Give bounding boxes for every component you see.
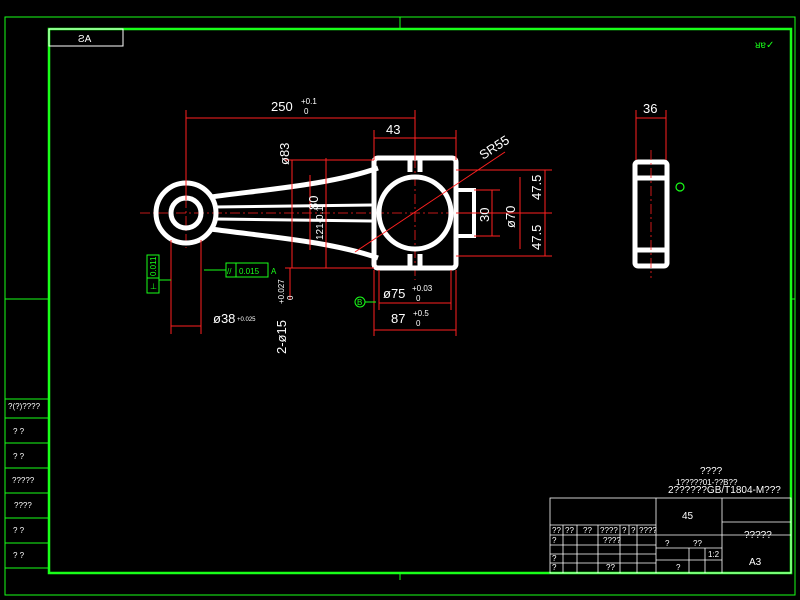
dim-250-tol-up: +0.1: [301, 97, 317, 106]
big-end-bore: [376, 174, 454, 252]
inner-border: [47, 27, 793, 575]
tb-material: 45: [682, 511, 694, 522]
notes-title: ????: [700, 466, 723, 477]
tb-row-cell: ????: [603, 536, 621, 545]
technical-notes: ???? 1?????01-??B?? 2??????GB/T1804-M???: [668, 466, 781, 496]
connecting-rod-front-view: [140, 140, 506, 280]
tb-row-cell: ?: [665, 539, 670, 548]
tb-header-cell: ?: [622, 526, 627, 535]
tb-company: ?????: [744, 530, 772, 541]
tb-row-cell: ??: [693, 539, 702, 548]
tb-header-cell: ??: [552, 526, 561, 535]
dim-bolt: 2-ø15: [274, 320, 289, 354]
dim-bolt-tol-up: +0.027: [277, 279, 286, 304]
dim-250: 250: [271, 99, 293, 114]
tb-row-cell: ??: [606, 563, 615, 572]
tolerance-frames: // 0.015 A ⊥ 0.011 B: [146, 254, 376, 308]
left-strip-cell: ?(?)????: [8, 402, 41, 411]
dim-121: 121-0.1: [315, 206, 326, 240]
dim-47-bottom: 47.5: [529, 225, 544, 250]
parallel-symbol: //: [227, 267, 232, 276]
tb-row-cell: ?: [676, 563, 681, 572]
dim-30: 30: [477, 208, 492, 222]
dim-phi38: ø38: [213, 311, 235, 326]
parallelism-frame: // 0.015 A: [204, 262, 277, 278]
notes-line-2: 2??????GB/T1804-M???: [668, 485, 781, 496]
side-datum-symbol: [675, 182, 685, 192]
datum-b: B: [354, 296, 376, 308]
parallel-ref: A: [271, 267, 277, 276]
tb-header-cell: ??: [565, 526, 574, 535]
tb-header-cell: ????: [600, 526, 618, 535]
datum-b-label: B: [357, 298, 362, 307]
dim-87-tol-low: 0: [416, 319, 421, 328]
corner-tag-text: ƧA: [78, 34, 92, 45]
left-strip-cell: ????: [14, 501, 32, 510]
shank-bottom-edge: [210, 226, 379, 261]
sr55-leader: [354, 151, 506, 253]
drawing-frame: [4, 16, 796, 596]
tb-row-cell: ?: [552, 563, 557, 572]
title-block: ?? ?? ?? ???? ? ? ???? ? ???? ? ? ? ?? ?…: [549, 497, 792, 574]
notes-line-1: 1?????01-??B??: [676, 478, 738, 487]
perp-symbol: ⊥: [150, 282, 157, 291]
shank-top-edge: [210, 165, 379, 200]
dim-bolt-tol-low: 0: [286, 295, 295, 300]
tb-header-cell: ????: [639, 526, 657, 535]
dim-phi83: ø83: [277, 143, 292, 165]
tb-scale: 1:2: [708, 550, 720, 559]
dim-87-tol-up: +0.5: [413, 309, 429, 318]
dim-87: 87: [391, 311, 405, 326]
tb-row-cell: ?: [552, 554, 557, 563]
dim-80: 80: [306, 196, 321, 210]
connecting-rod-side-view: [632, 150, 685, 278]
dim-phi75: ø75: [383, 286, 405, 301]
dim-43: 43: [386, 122, 400, 137]
tb-header-cell: ??: [583, 526, 592, 535]
shank-inner-top: [213, 203, 373, 209]
tb-row-cell: ?: [552, 536, 557, 545]
dim-47-top: 47.5: [529, 175, 544, 200]
dimension-lines: [170, 110, 667, 336]
dim-phi75-tol-low: 0: [416, 294, 421, 303]
dim-phi70: ø70: [503, 206, 518, 228]
left-strip-cell: ? ?: [13, 526, 25, 535]
left-strip-cell: ?????: [12, 476, 35, 485]
dim-36: 36: [643, 101, 657, 116]
shank-inner-bottom: [213, 217, 373, 223]
perpendicularity-frame: ⊥ 0.011: [146, 254, 171, 294]
roughness-mark: ᴚɐ✓: [755, 40, 774, 51]
corner-tag: ƧA: [48, 28, 124, 47]
tb-header-cell: ?: [631, 526, 636, 535]
left-strip-cell: ? ?: [13, 452, 25, 461]
parallel-value: 0.015: [239, 267, 260, 276]
left-strip-cell: ? ?: [13, 551, 25, 560]
left-strip-cell: ? ?: [13, 427, 25, 436]
dim-250-tol-low: 0: [304, 107, 309, 116]
dimension-texts: 250 +0.1 0 43 SR55 ø83 80 121-0.1 30 ø70…: [213, 97, 657, 354]
tb-sheet-size: A3: [749, 557, 762, 568]
perp-value: 0.011: [149, 256, 158, 276]
left-strip: ?(?)???? ? ? ? ? ????? ???? ? ? ? ?: [5, 398, 49, 569]
dim-phi75-tol-up: +0.03: [412, 284, 433, 293]
dim-phi38-tol: +0.025: [237, 317, 256, 323]
